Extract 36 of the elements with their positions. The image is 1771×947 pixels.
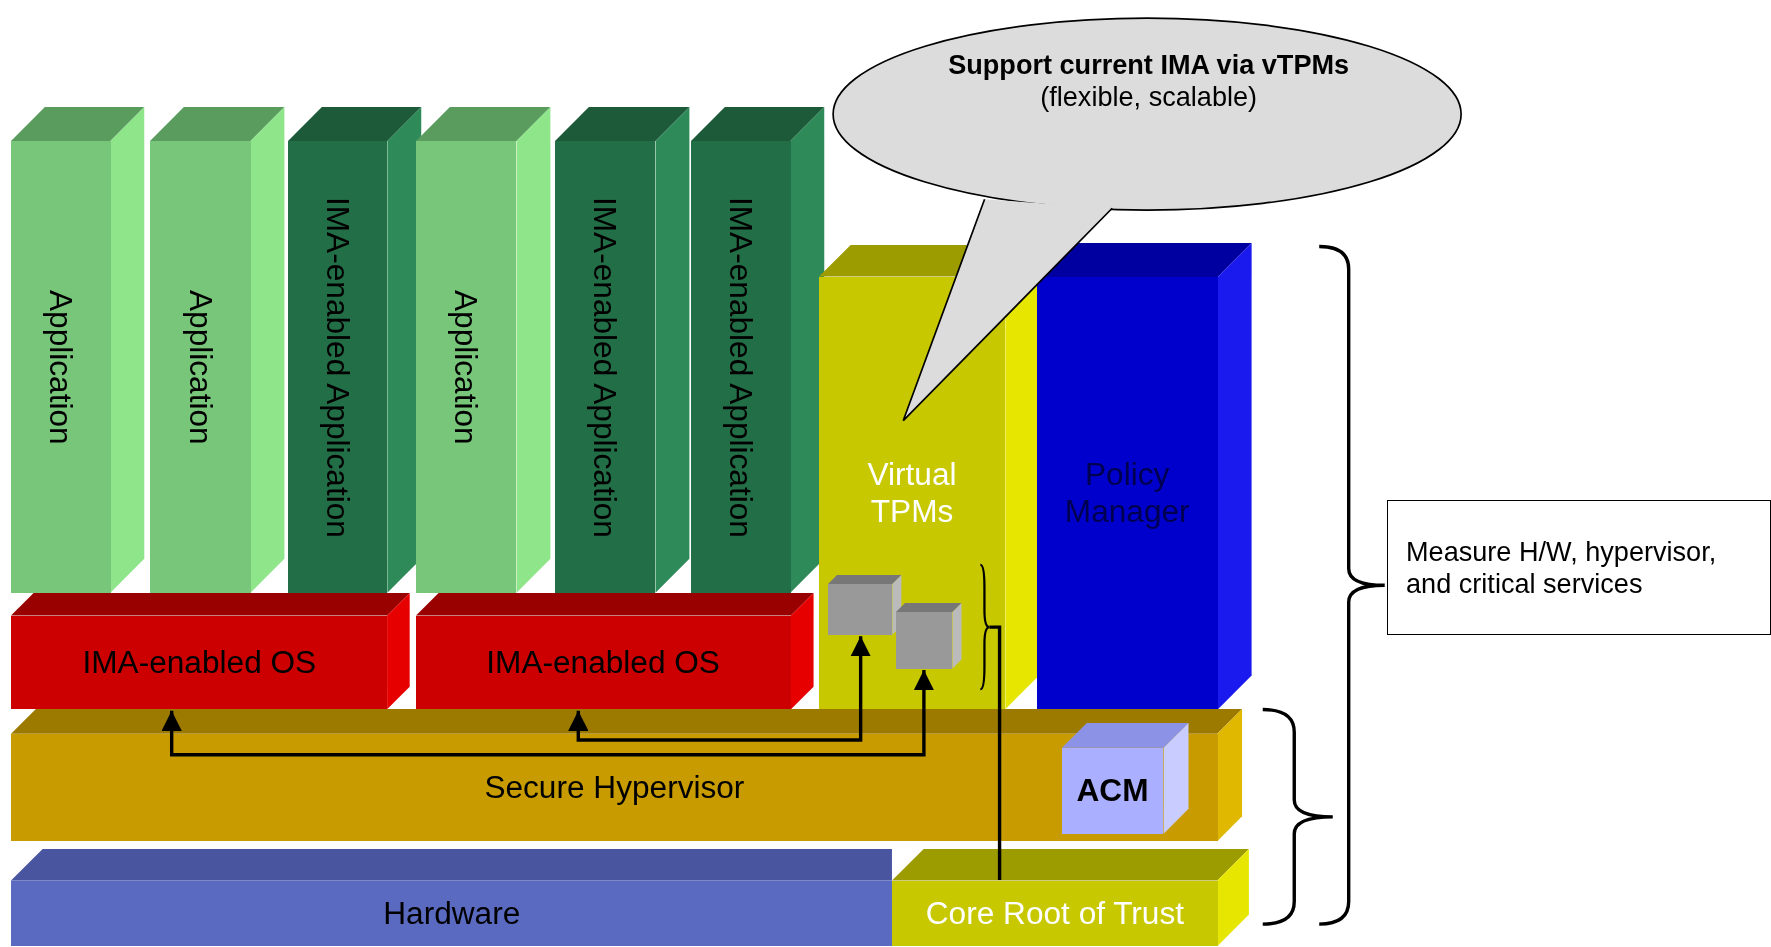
- application-block: [554, 141, 656, 593]
- application-block: [415, 141, 517, 593]
- vtpm-instance-box: [895, 612, 953, 669]
- block-label: Secure Hypervisor: [484, 769, 745, 807]
- policy-manager-block: [1036, 276, 1218, 710]
- application-block: [11, 141, 111, 593]
- block-label: Application: [182, 289, 219, 445]
- connector-line: [568, 636, 871, 742]
- callout-heading: Support current IMA via vTPMs: [948, 48, 1350, 81]
- application-block: [691, 141, 791, 593]
- application-block: [288, 141, 388, 593]
- connector-line: [161, 670, 935, 757]
- block-label: Hardware: [383, 895, 521, 933]
- note-box: [1386, 500, 1771, 635]
- block-label: Application: [447, 289, 485, 445]
- block-label: IMA-enabled Application: [319, 196, 357, 538]
- block-label: Policy Manager: [1063, 456, 1191, 530]
- block-label: ACM: [1076, 772, 1149, 810]
- callout-text: (flexible, scalable): [1040, 80, 1258, 113]
- acm-block: [1061, 747, 1164, 834]
- block-label: Virtual TPMs: [866, 456, 958, 530]
- note-text: Measure H/W, hypervisor, and critical services: [1406, 535, 1718, 600]
- connector-line: [989, 625, 1002, 881]
- block-label: Application: [42, 289, 80, 445]
- block-label: IMA-enabled Application: [722, 196, 760, 538]
- vtpm-block: [818, 276, 1006, 710]
- block-label: Core Root of Trust: [925, 895, 1185, 933]
- application-block: [150, 141, 251, 593]
- vtpm-instance-box: [827, 583, 893, 635]
- block-label: IMA-enabled OS: [82, 643, 317, 681]
- block-label: IMA-enabled Application: [586, 196, 624, 538]
- root-of-trust-layer: [892, 880, 1218, 947]
- hardware-layer: [11, 849, 893, 947]
- block-label: IMA-enabled OS: [486, 643, 720, 681]
- os-layer: [415, 615, 791, 710]
- os-layer: [11, 615, 388, 710]
